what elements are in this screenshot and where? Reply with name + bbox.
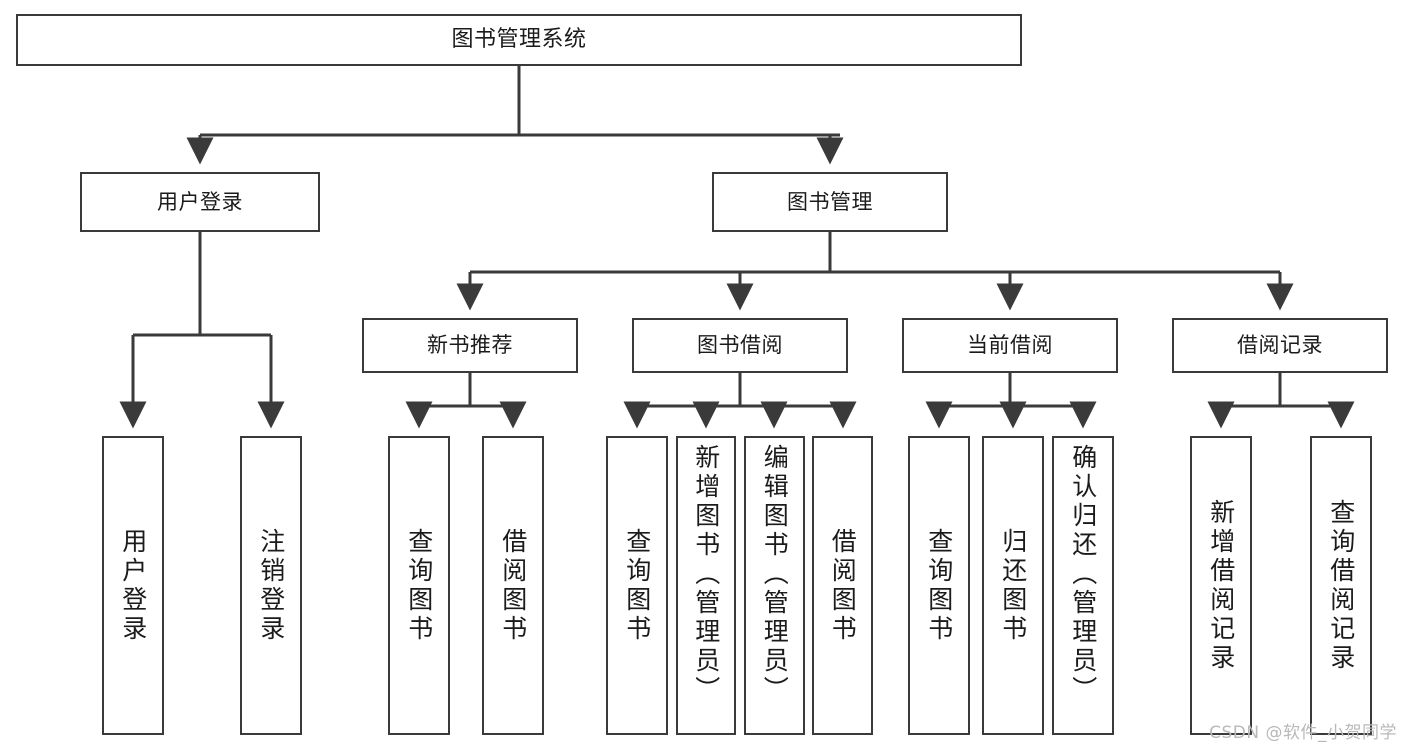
node-leaf-user-logout[interactable]: 注销登录	[240, 436, 302, 735]
node-leaf-cb-confirm[interactable]: 确认归还（管理员）	[1052, 436, 1114, 735]
node-book-manage[interactable]: 图书管理	[712, 172, 948, 232]
node-leaf-rec-query[interactable]: 查询图书	[388, 436, 450, 735]
node-leaf-bb-query[interactable]: 查询图书	[606, 436, 668, 735]
node-root-label: 图书管理系统	[451, 27, 587, 53]
node-book-borrow-label: 图书借阅	[697, 333, 783, 358]
node-leaf-cb-return[interactable]: 归还图书	[982, 436, 1044, 735]
node-leaf-rec-query-label: 查询图书	[404, 527, 434, 644]
node-leaf-user-login[interactable]: 用户登录	[102, 436, 164, 735]
node-leaf-bb-add[interactable]: 新增图书（管理员）	[676, 436, 736, 735]
node-book-borrow[interactable]: 图书借阅	[632, 318, 848, 373]
node-leaf-br-add-label: 新增借阅记录	[1206, 498, 1236, 673]
node-leaf-user-login-label: 用户登录	[118, 527, 148, 644]
node-leaf-bb-borrow[interactable]: 借阅图书	[812, 436, 873, 735]
node-leaf-cb-return-label: 归还图书	[998, 527, 1028, 644]
node-leaf-br-query-label: 查询借阅记录	[1326, 498, 1356, 673]
node-borrow-record-label: 借阅记录	[1237, 333, 1323, 358]
node-borrow-record[interactable]: 借阅记录	[1172, 318, 1388, 373]
node-current-borrow[interactable]: 当前借阅	[902, 318, 1118, 373]
node-leaf-bb-borrow-label: 借阅图书	[828, 527, 858, 644]
node-user-login[interactable]: 用户登录	[80, 172, 320, 232]
node-current-borrow-label: 当前借阅	[967, 333, 1053, 358]
node-leaf-br-add[interactable]: 新增借阅记录	[1190, 436, 1252, 735]
node-leaf-bb-edit-label: 编辑图书（管理员）	[760, 444, 790, 705]
node-leaf-br-query[interactable]: 查询借阅记录	[1310, 436, 1372, 735]
node-leaf-cb-confirm-label: 确认归还（管理员）	[1068, 444, 1098, 705]
node-leaf-bb-query-label: 查询图书	[622, 527, 652, 644]
node-leaf-user-logout-label: 注销登录	[256, 527, 286, 644]
node-leaf-cb-query[interactable]: 查询图书	[908, 436, 970, 735]
node-leaf-bb-add-label: 新增图书（管理员）	[691, 444, 721, 705]
node-new-book-rec[interactable]: 新书推荐	[362, 318, 578, 373]
node-leaf-rec-borrow[interactable]: 借阅图书	[482, 436, 544, 735]
watermark-text: CSDN @软件_小贺同学	[1209, 723, 1397, 743]
node-user-login-label: 用户登录	[157, 189, 243, 214]
node-new-book-rec-label: 新书推荐	[427, 333, 513, 358]
node-book-manage-label: 图书管理	[787, 189, 873, 214]
node-leaf-cb-query-label: 查询图书	[924, 527, 954, 644]
node-root[interactable]: 图书管理系统	[16, 14, 1022, 66]
node-leaf-rec-borrow-label: 借阅图书	[498, 527, 528, 644]
node-leaf-bb-edit[interactable]: 编辑图书（管理员）	[744, 436, 805, 735]
